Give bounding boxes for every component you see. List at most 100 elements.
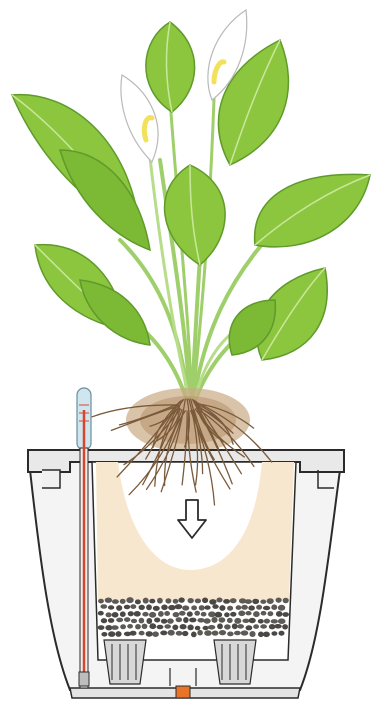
granule (105, 598, 112, 603)
granule (278, 618, 286, 624)
granule (234, 618, 241, 624)
granule (260, 600, 266, 604)
granule (182, 631, 188, 636)
granule (176, 617, 182, 622)
granule (183, 617, 189, 623)
granule (124, 617, 130, 622)
granule (249, 631, 255, 637)
granule (267, 598, 274, 604)
granule (149, 623, 156, 629)
reservoir-grate-left (104, 640, 146, 684)
granule (173, 599, 179, 604)
granule (260, 624, 267, 628)
granule (197, 630, 203, 636)
granule (245, 599, 252, 604)
granule (157, 625, 164, 630)
granule (258, 619, 264, 624)
granule (215, 612, 223, 618)
granule (172, 625, 178, 631)
granule (120, 624, 126, 629)
granule (224, 624, 231, 629)
granule (131, 619, 137, 623)
granule (274, 624, 282, 629)
granule (160, 631, 167, 636)
granule (194, 611, 200, 616)
granule (112, 612, 119, 618)
granule (149, 612, 156, 618)
granule (139, 618, 145, 624)
granule (120, 599, 126, 604)
granule (195, 626, 201, 631)
granule (227, 606, 233, 611)
leaf (60, 150, 150, 250)
granule (276, 611, 283, 617)
granule (189, 618, 196, 623)
granule (223, 599, 230, 604)
granule (276, 598, 282, 603)
granule (230, 612, 236, 617)
granule (168, 630, 175, 636)
granule (232, 623, 238, 629)
granule (212, 631, 219, 636)
granule (173, 612, 180, 617)
granule (146, 604, 152, 610)
granule (161, 619, 167, 624)
granule (168, 605, 176, 610)
granule (241, 630, 249, 635)
granule (191, 632, 197, 638)
granule (178, 597, 184, 602)
peace-lily-icon (12, 10, 370, 398)
granule (108, 618, 114, 623)
granule (108, 631, 115, 637)
granule (263, 606, 270, 610)
granule (130, 604, 136, 609)
granule (126, 597, 133, 603)
granule (203, 626, 209, 630)
granule (209, 599, 216, 605)
granule (130, 631, 137, 636)
leaf (255, 174, 370, 246)
granule (253, 624, 259, 629)
granule (146, 631, 153, 637)
granule (112, 599, 119, 604)
granule (197, 618, 204, 623)
granule (116, 605, 122, 611)
granule (252, 599, 259, 604)
granule (234, 631, 241, 636)
granule (128, 611, 134, 616)
granule (245, 611, 251, 615)
granule (283, 598, 289, 604)
granule (167, 618, 174, 623)
granule (195, 599, 201, 604)
granule (219, 630, 226, 635)
granule (175, 604, 183, 609)
granule (98, 625, 105, 630)
granule (271, 604, 277, 610)
plant-leaves (12, 22, 370, 360)
granule (242, 619, 249, 623)
granule (179, 611, 186, 616)
granule (238, 611, 245, 617)
granule (278, 605, 285, 611)
granule (282, 624, 288, 629)
granule (208, 611, 216, 617)
granule (216, 598, 222, 603)
granule (237, 624, 244, 629)
granule (191, 605, 197, 610)
granule (227, 618, 233, 623)
granule (152, 631, 159, 637)
granule (120, 611, 126, 617)
granule (108, 605, 114, 609)
planter-pot (28, 450, 344, 698)
granule (241, 605, 248, 610)
granule (127, 624, 133, 629)
granule (98, 611, 104, 616)
granule (208, 625, 215, 630)
granule (230, 598, 237, 603)
granule (100, 604, 107, 609)
granule (202, 598, 208, 604)
granule (135, 624, 141, 629)
granule (187, 611, 193, 616)
granule (264, 619, 270, 624)
granule (165, 598, 171, 603)
